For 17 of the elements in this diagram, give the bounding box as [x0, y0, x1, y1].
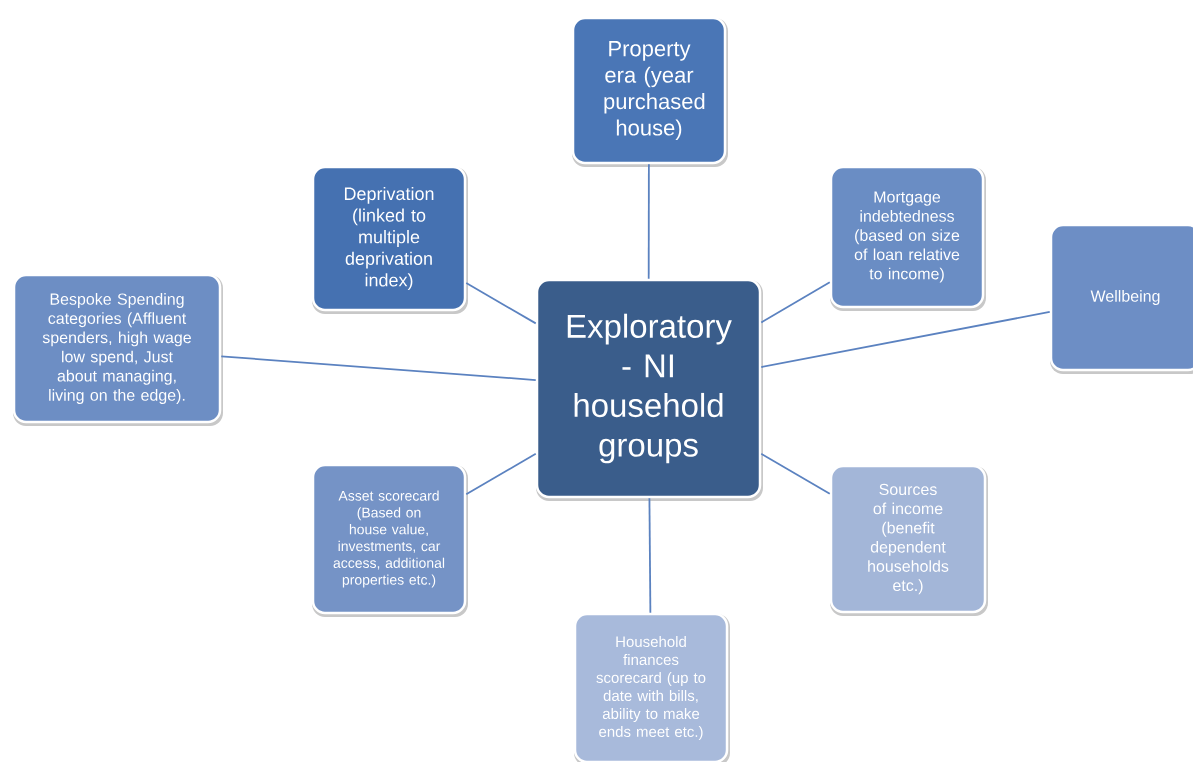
- connector-line: [465, 282, 537, 325]
- connector-line: [220, 355, 537, 381]
- topic-box: Property era (year purchased house): [571, 16, 728, 167]
- topic-box: Sources of income (benefit dependent households etc.): [829, 464, 988, 616]
- topic-box: Deprivation (linked to multiple deprivation index): [311, 165, 468, 314]
- topic-box: Mortgage indebtedness (based on size of loan relative to income): [829, 165, 986, 311]
- topic-box: Bespoke Spending categories (Affluent spenders, high wage low spend, Just about managing, living on the edge).: [12, 273, 223, 426]
- connector-line: [648, 497, 652, 614]
- topic-box: Asset scorecard (Based on house value, investments, car access, additional properties etc.): [311, 463, 468, 617]
- connector-line: [760, 281, 831, 324]
- topic-box: Wellbeing: [1049, 223, 1193, 374]
- connector-line: [647, 163, 650, 280]
- connector-line: [760, 311, 1051, 368]
- topic-box: Exploratory - NI household groups: [535, 278, 763, 501]
- topic-box: Household finances scorecard (up to date with bills, ability to make ends meet etc.): [573, 612, 730, 762]
- connector-line: [465, 452, 537, 496]
- connector-line: [760, 452, 831, 495]
